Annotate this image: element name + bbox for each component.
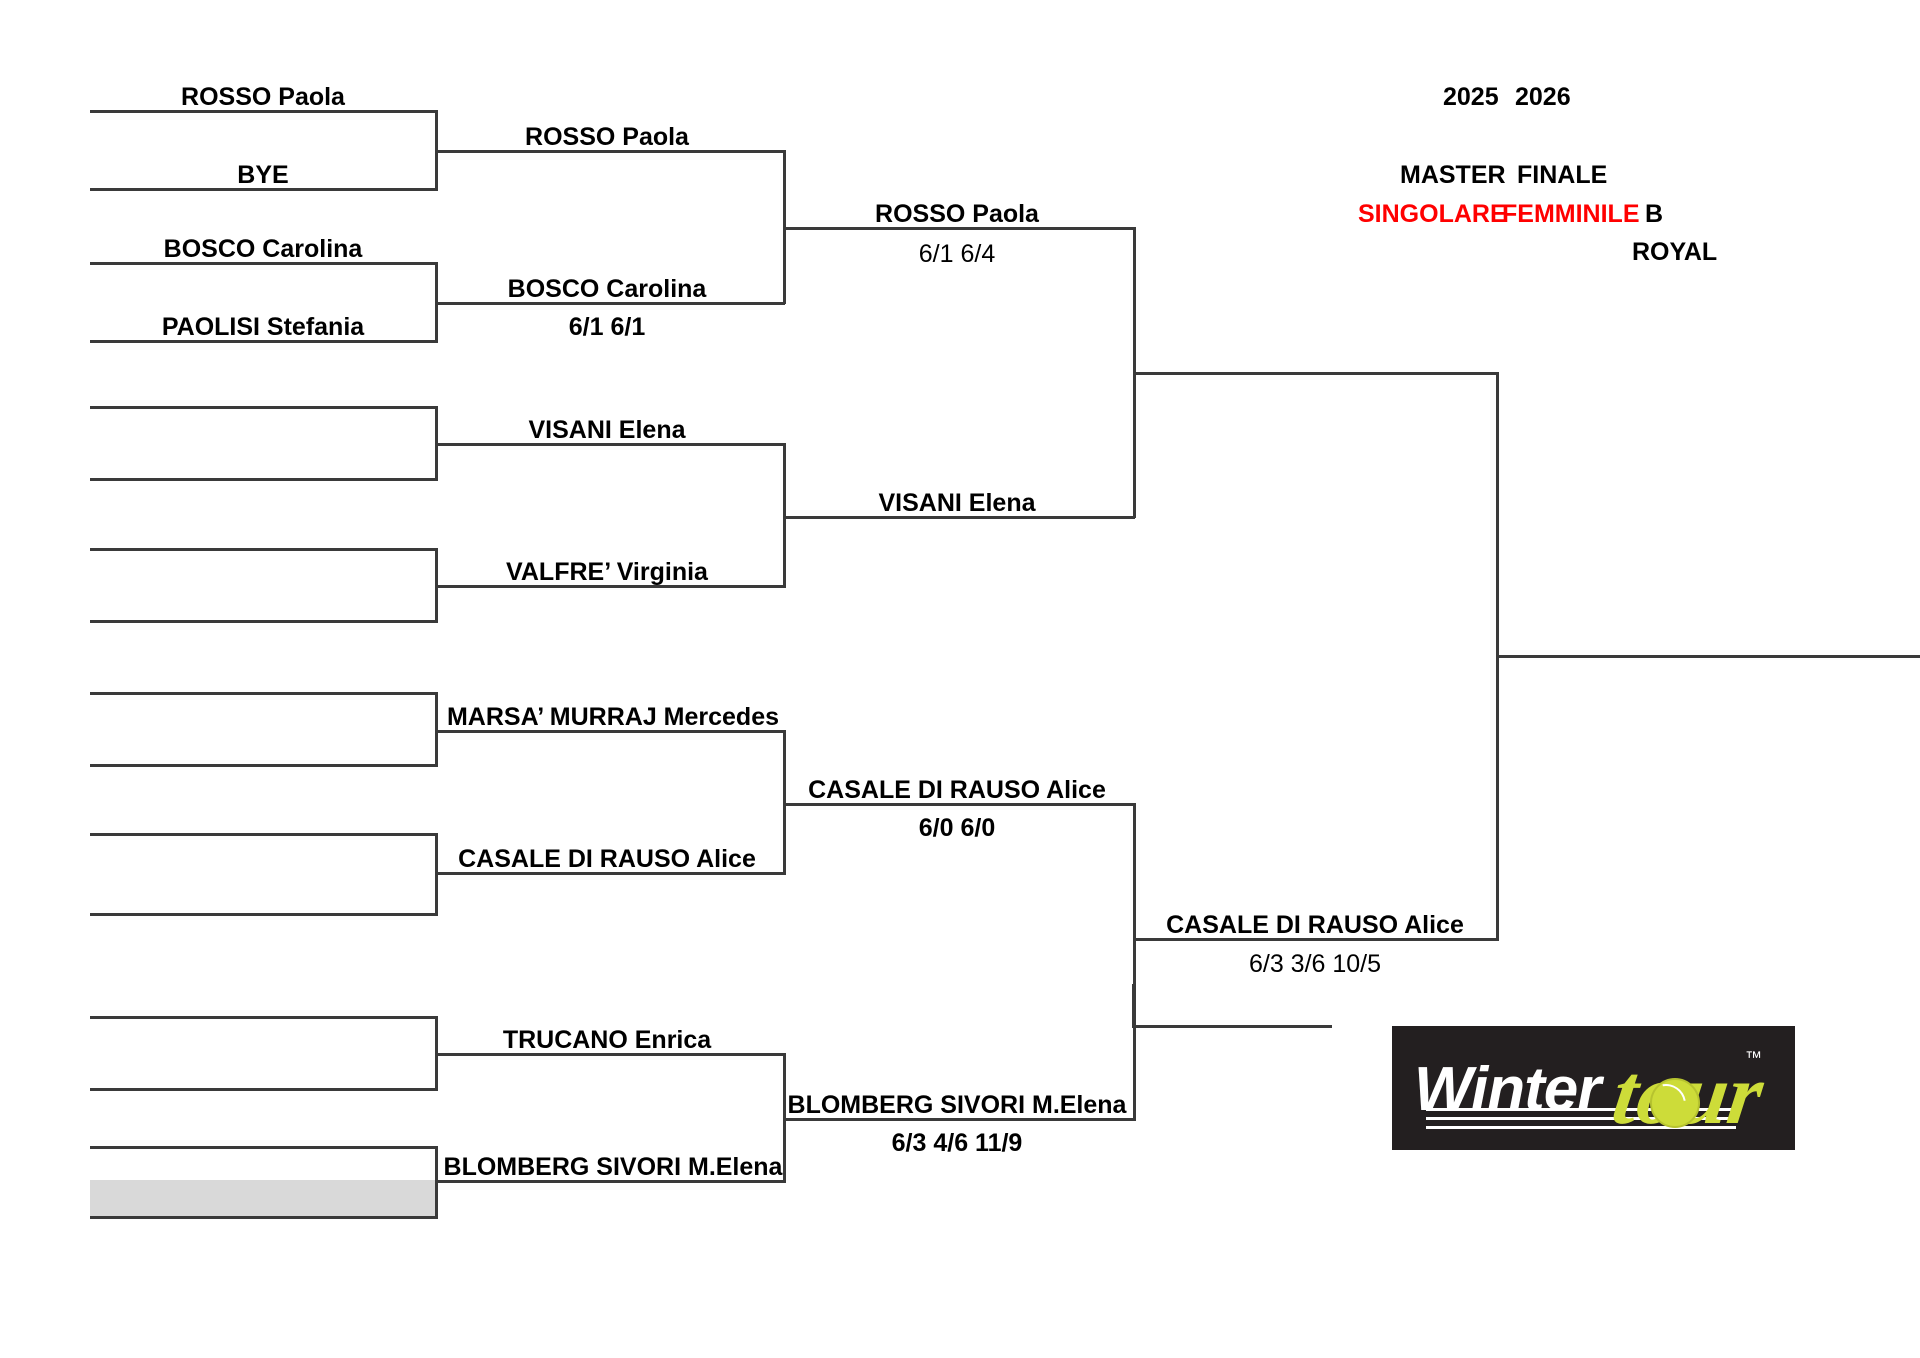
sf1-line (1133, 372, 1498, 375)
r2-match5-winner: MARSA’ MURRAJ Mercedes (446, 703, 780, 731)
r2-match7-winner: TRUCANO Enrica (502, 1026, 712, 1054)
r2-match3-winner: VISANI Elena (528, 416, 686, 444)
r1-match2-top-line (90, 262, 438, 265)
sf2-winner: CASALE DI RAUSO Alice (1166, 911, 1464, 939)
qf4-score: 6/3 4/6 11/9 (891, 1129, 1023, 1157)
r1-match7-bottom-line (90, 1088, 438, 1091)
r1-match8-highlight-cell (90, 1180, 438, 1218)
r2-match2-line (435, 302, 785, 305)
stub-vertical-line (1132, 984, 1135, 1028)
qf1-winner: ROSSO Paola (875, 200, 1039, 228)
r1-match5-top-line (90, 692, 438, 695)
r1-match6-bottom-line (90, 913, 438, 916)
r1-match5-connector (435, 692, 438, 767)
r1-match6-top-line (90, 833, 438, 836)
r1-match3-bottom-line (90, 478, 438, 481)
r2-pair3-connector (783, 730, 786, 875)
r2-match5-line (435, 730, 785, 733)
r1-match8-top-line (90, 1146, 438, 1149)
qf3-line (783, 803, 1135, 806)
r2-match2-winner: BOSCO Carolina (507, 275, 707, 303)
header-category-letter: B (1645, 200, 1664, 228)
r2-pair2-connector (783, 443, 786, 588)
header-femminile-label: FEMMINILE (1502, 200, 1640, 228)
qf1-score: 6/1 6/4 (918, 240, 996, 268)
r1-match5-bottom-line (90, 764, 438, 767)
r1-match1-bottom-player: BYE (237, 161, 289, 189)
qf4-winner: BLOMBERG SIVORI M.Elena (787, 1091, 1127, 1119)
logo-primary-word: Winter (1414, 1055, 1601, 1124)
r1-match1-bottom-line (90, 188, 438, 191)
r1-match1-top-player: ROSSO Paola (181, 83, 345, 111)
r1-match1-top-line (90, 110, 438, 113)
r2-match6-line (435, 872, 785, 875)
qf2-line (783, 516, 1135, 519)
r2-match8-winner: BLOMBERG SIVORI M.Elena (443, 1153, 783, 1181)
tennis-ball-icon (1638, 1076, 1700, 1132)
qf-pair2-connector (1133, 803, 1136, 1121)
r2-match4-winner: VALFRE’ Virginia (506, 558, 708, 586)
venue-label: ROYAL (1632, 238, 1718, 266)
r2-match6-winner: CASALE DI RAUSO Alice (458, 845, 756, 873)
logo-trademark: ™ (1745, 1048, 1762, 1067)
r2-match3-line (435, 443, 785, 446)
header-finale-label: FINALE (1517, 161, 1608, 189)
r2-match1-winner: ROSSO Paola (525, 123, 689, 151)
r1-match4-bottom-line (90, 620, 438, 623)
r2-match2-score: 6/1 6/1 (568, 313, 646, 341)
qf2-winner: VISANI Elena (878, 489, 1036, 517)
header-singolare-label: SINGOLARE (1358, 200, 1507, 228)
r1-match8-bottom-line (90, 1216, 438, 1219)
r1-match3-top-line (90, 406, 438, 409)
r2-match8-line (435, 1180, 785, 1183)
r2-match1-line (435, 150, 785, 153)
r1-match2-bottom-player: PAOLISI Stefania (161, 313, 365, 341)
r1-match2-bottom-line (90, 340, 438, 343)
r2-match4-line (435, 585, 785, 588)
final-line (1496, 655, 1920, 658)
header-master-label: MASTER (1400, 161, 1506, 189)
r1-match2-top-player: BOSCO Carolina (163, 235, 363, 263)
header-season-start: 2025 (1443, 83, 1499, 111)
r1-match4-top-line (90, 548, 438, 551)
r2-match7-line (435, 1053, 785, 1056)
sf2-line (1133, 938, 1498, 941)
qf3-winner: CASALE DI RAUSO Alice (808, 776, 1106, 804)
header-season-end: 2026 (1515, 83, 1571, 111)
wintertour-logo: Winter tour ™ (1392, 1026, 1795, 1150)
qf4-line (783, 1118, 1135, 1121)
r1-match7-top-line (90, 1016, 438, 1019)
stub-horizontal-line (1132, 1025, 1332, 1028)
qf1-line (783, 227, 1135, 230)
sf2-score: 6/3 3/6 10/5 (1248, 950, 1382, 978)
qf3-score: 6/0 6/0 (918, 814, 996, 842)
